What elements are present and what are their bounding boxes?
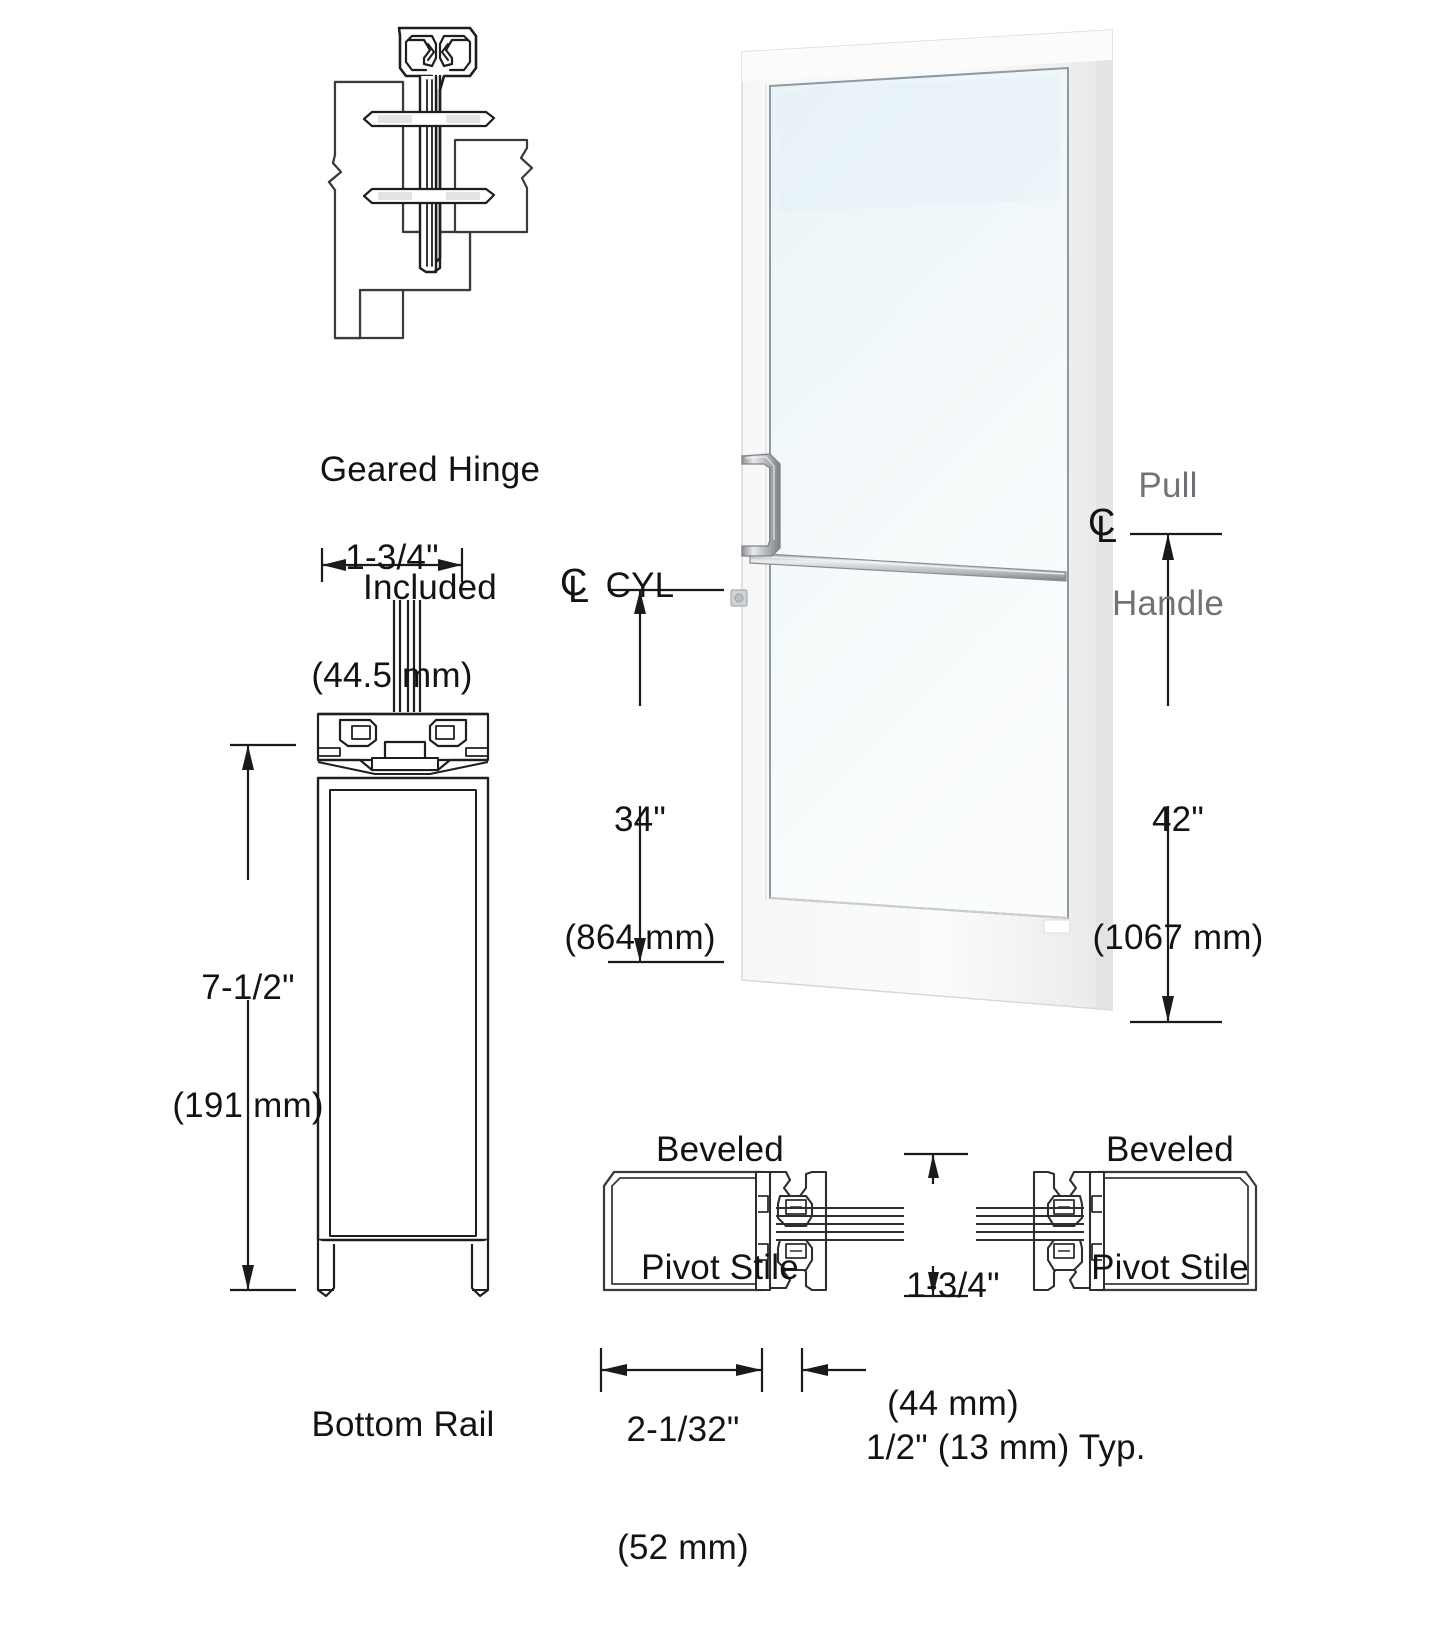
- bps-left-line1: Beveled: [656, 1130, 784, 1170]
- stile-depth-dimension: [599, 1348, 764, 1392]
- glass-bite-dimension: [800, 1348, 866, 1392]
- stile-thickness-line2: (44 mm): [887, 1383, 1019, 1423]
- cyl-label: CYL: [560, 488, 720, 684]
- pull-handle-dimension: [1130, 532, 1222, 1024]
- beveled-pivot-stile-left-section: [602, 1170, 904, 1292]
- drawing-sheet: Geared Hinge Included 1-3/4" (44.5 mm) 7…: [128, 26, 1300, 1567]
- geared-hinge-label-line1: Geared Hinge: [319, 450, 541, 490]
- pull-handle-line1: Pull: [1138, 466, 1198, 506]
- cyl-height-line2: (864 mm): [564, 917, 716, 957]
- bottom-rail-height-line1: 7-1/2": [201, 968, 295, 1008]
- cyl-height-line1: 34": [614, 800, 666, 840]
- cyl-label-text: CYL: [605, 566, 675, 606]
- bottom-rail-height-dimension: [230, 743, 296, 1292]
- pull-handle-label: Pull Handle: [1088, 388, 1248, 702]
- pull-handle: [741, 453, 781, 557]
- centerline-c: C: [1088, 501, 1116, 544]
- geared-hinge-label-line2: Included: [363, 567, 497, 607]
- bottom-rail-height-label: 7-1/2" (191 mm): [128, 890, 368, 1204]
- stile-depth-line1: 2-1/32": [626, 1410, 740, 1450]
- hinge-width-line1: 1-3/4": [345, 538, 439, 578]
- bottom-rail-section: [316, 600, 490, 1298]
- stile-thickness-label: 1-3/4" (44 mm): [848, 1188, 1058, 1502]
- hinge-width-label: 1-3/4" (44.5 mm): [272, 460, 512, 774]
- stile-depth-label: 2-1/32" (52 mm): [578, 1332, 788, 1646]
- bottom-rail-title-label: Bottom Rail: [283, 1327, 523, 1523]
- cyl-centerline-symbol: C L: [560, 528, 720, 640]
- hinge-width-dimension: [320, 548, 464, 582]
- centerline-l: L: [1096, 508, 1118, 551]
- centerline-icon: C L: [560, 561, 590, 609]
- pull-handle-centerline-symbol: C L: [1088, 468, 1248, 580]
- stile-thickness-dimension: [904, 1152, 968, 1298]
- bottom-rail-height-line2: (191 mm): [172, 1085, 324, 1125]
- stile-depth-line2: (52 mm): [617, 1527, 749, 1567]
- stile-thickness-line1: 1-3/4": [906, 1266, 1000, 1306]
- bps-right-line1: Beveled: [1106, 1130, 1234, 1170]
- pull-handle-line2: Handle: [1111, 583, 1225, 623]
- glass-bite-label: 1/2" (13 mm) Typ.: [866, 1350, 1176, 1546]
- bottom-rail-title-text: Bottom Rail: [311, 1405, 495, 1445]
- centerline-c: C: [560, 561, 588, 604]
- centerline-icon: C L: [1088, 501, 1118, 549]
- pull-handle-height-label: 42" (1067 mm): [1068, 722, 1288, 1036]
- bps-left-line2: Pivot Stile: [641, 1247, 799, 1287]
- door-elevation: [730, 29, 1113, 1011]
- beveled-pivot-stile-left-label: Beveled Pivot Stile: [590, 1052, 850, 1366]
- pull-handle-height-line1: 42": [1152, 800, 1204, 840]
- cyl-dimension: [608, 588, 724, 964]
- geared-hinge-label: Geared Hinge Included: [280, 372, 580, 686]
- beveled-pivot-stile-right-section: [976, 1170, 1258, 1292]
- glass-bite-line1: 1/2" (13 mm) Typ.: [866, 1428, 1146, 1468]
- technical-drawing-artwork: [230, 26, 1258, 1392]
- centerline-l: L: [568, 568, 590, 611]
- hinge-width-line2: (44.5 mm): [311, 655, 473, 695]
- pull-handle-height-line2: (1067 mm): [1092, 917, 1264, 957]
- bps-right-line2: Pivot Stile: [1091, 1247, 1249, 1287]
- geared-hinge-section: [327, 26, 534, 340]
- beveled-pivot-stile-right-label: Beveled Pivot Stile: [1040, 1052, 1300, 1366]
- cyl-height-label: 34" (864 mm): [540, 722, 740, 1036]
